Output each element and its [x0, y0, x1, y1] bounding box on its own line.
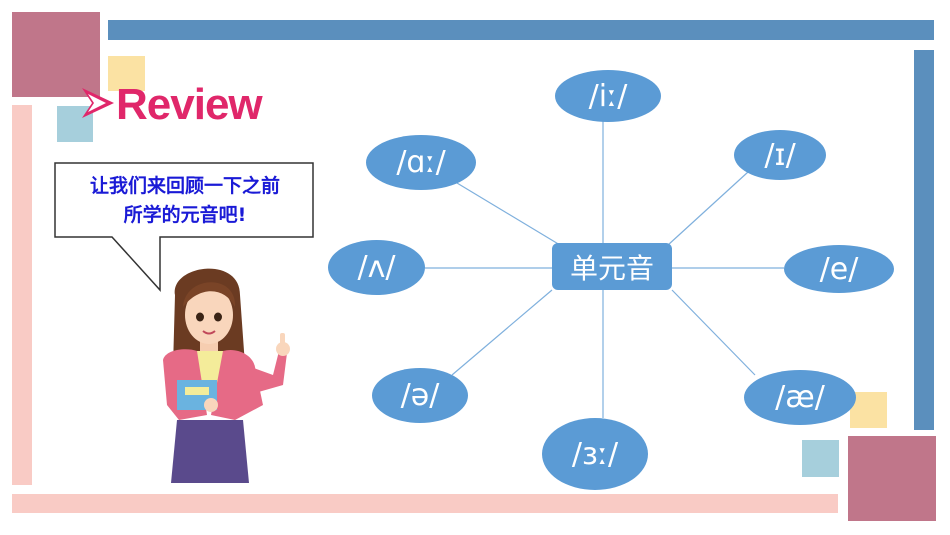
line-bottom-right: [671, 289, 756, 376]
top-bar: [108, 20, 934, 40]
speech-bubble-text: 让我们来回顾一下之前 所学的元音吧!: [60, 172, 310, 230]
blue-square-bottom: [802, 440, 839, 477]
line-top-right: [667, 171, 749, 246]
teacher-illustration: [163, 268, 290, 483]
review-title: Review: [116, 80, 263, 129]
line-top-left: [451, 179, 561, 246]
left-bar: [12, 105, 32, 485]
center-node: 单元音: [552, 243, 672, 290]
node-bottom: /ɜː/: [542, 418, 648, 490]
node-top-left: /ɑː/: [366, 135, 476, 190]
node-bottom-right: /æ/: [744, 370, 856, 425]
arrow-icon: [82, 88, 114, 118]
node-left: /ʌ/: [328, 240, 425, 295]
right-bar: [914, 50, 934, 430]
speech-line-2: 所学的元音吧!: [123, 204, 247, 226]
line-bottom-left: [451, 289, 553, 376]
yellow-square-bottom: [850, 392, 887, 428]
bottom-bar: [12, 494, 838, 513]
corner-square-bottom-right: [848, 436, 936, 521]
yellow-square-top: [108, 56, 145, 91]
speech-line-1: 让我们来回顾一下之前: [89, 175, 280, 197]
speech-bubble: [54, 162, 314, 292]
corner-square-top-left: [12, 12, 100, 97]
node-bottom-left: /ə/: [372, 368, 468, 423]
node-right: /e/: [784, 245, 894, 293]
node-top-right: /ɪ/: [734, 130, 826, 180]
node-top: /iː/: [555, 70, 661, 122]
